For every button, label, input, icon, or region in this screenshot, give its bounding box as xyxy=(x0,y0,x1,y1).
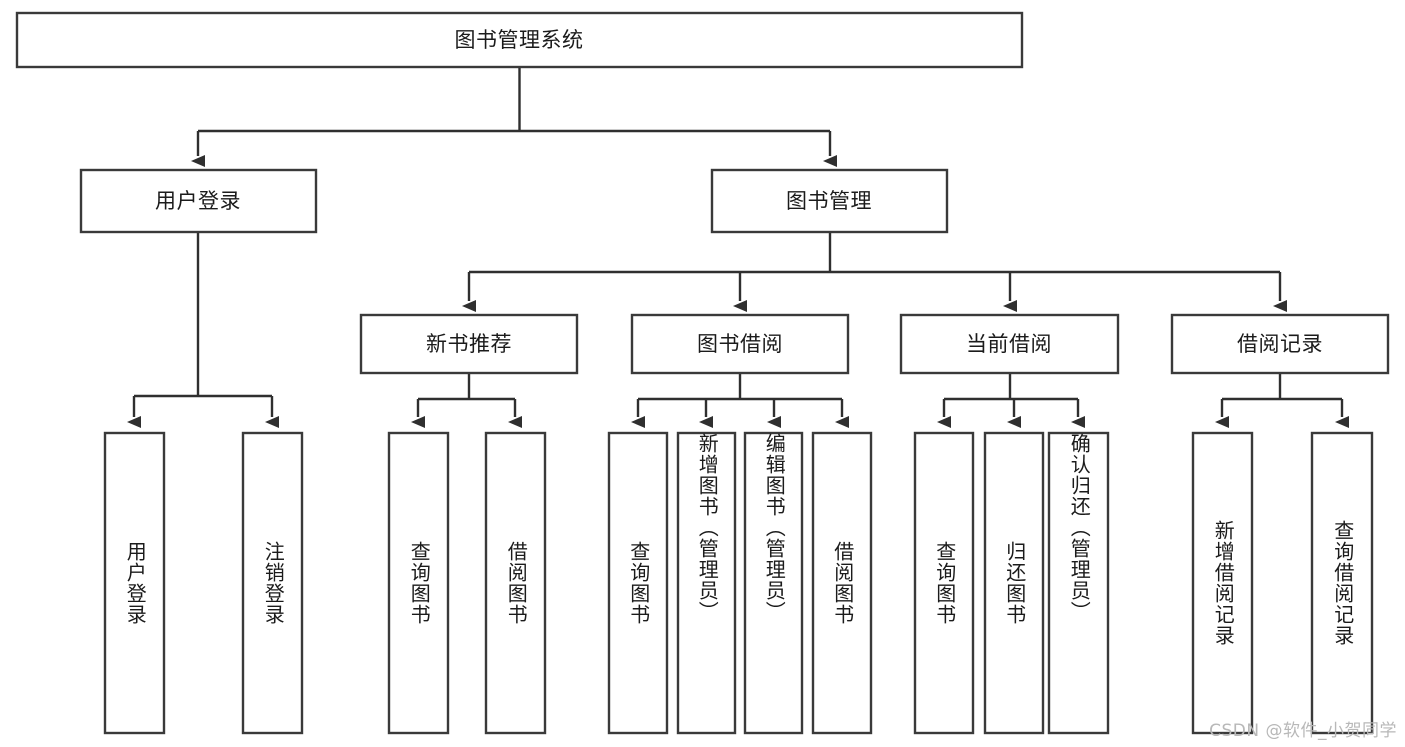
node-current-borrow-box[interactable] xyxy=(899,313,1120,375)
node-book-mgmt-box[interactable] xyxy=(710,168,949,234)
edges-bookborrow-to-leaves xyxy=(631,373,849,428)
node-book-mgmt[interactable]: 图书管理 xyxy=(710,168,949,234)
node-book-mgmt-label: 图书管理 xyxy=(786,189,872,213)
leaf-boxes-borrow-record[interactable] xyxy=(1191,431,1374,735)
node-book-borrow-label: 图书借阅 xyxy=(697,332,783,356)
edges-borrowrecord-to-leaves xyxy=(1215,373,1349,428)
leaf-box-new-book-1[interactable] xyxy=(387,431,450,735)
edges-currentborrow-to-leaves xyxy=(937,373,1085,428)
leaf-box-book-borrow-3[interactable] xyxy=(743,431,804,735)
edges-newbook-to-leaves xyxy=(411,373,522,428)
node-user-login-box[interactable] xyxy=(79,168,318,234)
node-borrow-record-box[interactable] xyxy=(1170,313,1390,375)
leaf-box-current-borrow-3[interactable] xyxy=(1047,431,1110,735)
leaf-box-borrow-record-1[interactable] xyxy=(1191,431,1254,735)
node-current-borrow[interactable]: 当前借阅 xyxy=(899,313,1120,375)
edges-root-to-level2 xyxy=(191,67,837,167)
leaf-box-book-borrow-4[interactable] xyxy=(811,431,873,735)
leaf-box-current-borrow-2[interactable] xyxy=(983,431,1045,735)
leaf-box-current-borrow-1[interactable] xyxy=(913,431,975,735)
node-root-label: 图书管理系统 xyxy=(455,28,584,52)
node-borrow-record-label: 借阅记录 xyxy=(1237,332,1323,356)
leaf-box-borrow-record-2[interactable] xyxy=(1310,431,1374,735)
node-book-borrow[interactable]: 图书借阅 xyxy=(630,313,850,375)
leaf-box-user-login-2[interactable] xyxy=(241,431,304,735)
leaf-box-book-borrow-2[interactable] xyxy=(676,431,737,735)
watermark-text: CSDN @软件_小贺同学 xyxy=(1209,721,1397,741)
leaf-boxes-book-borrow[interactable] xyxy=(607,431,873,735)
leaf-boxes-new-book[interactable] xyxy=(387,431,547,735)
node-book-borrow-box[interactable] xyxy=(630,313,850,375)
leaf-box-book-borrow-1[interactable] xyxy=(607,431,669,735)
leaf-box-new-book-2[interactable] xyxy=(484,431,547,735)
node-user-login[interactable]: 用户登录 xyxy=(79,168,318,234)
leaf-boxes-current-borrow[interactable] xyxy=(913,431,1110,735)
node-root[interactable]: 图书管理系统 xyxy=(15,11,1024,69)
edges-bookmgmt-to-level3 xyxy=(462,232,1287,312)
leaf-box-user-login-1[interactable] xyxy=(103,431,166,735)
node-new-book[interactable]: 新书推荐 xyxy=(359,313,579,375)
node-new-book-label: 新书推荐 xyxy=(426,332,512,356)
leaf-boxes-user-login[interactable] xyxy=(103,431,304,735)
node-current-borrow-label: 当前借阅 xyxy=(966,332,1052,356)
node-new-book-box[interactable] xyxy=(359,313,579,375)
node-user-login-label: 用户登录 xyxy=(155,189,241,213)
node-root-box[interactable] xyxy=(15,11,1024,69)
node-borrow-record[interactable]: 借阅记录 xyxy=(1170,313,1390,375)
edges-userlogin-to-leaves xyxy=(127,232,279,428)
